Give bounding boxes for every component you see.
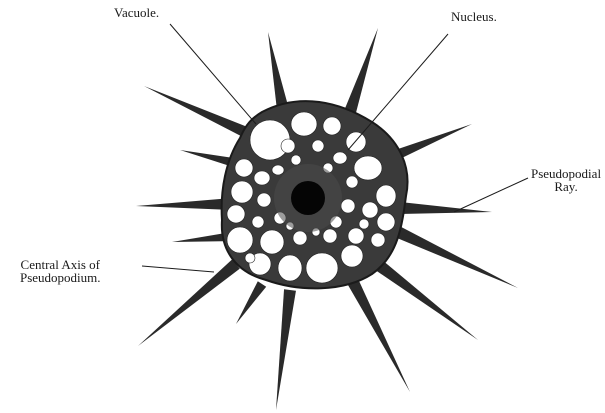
vacuole (333, 152, 347, 164)
vacuole (359, 219, 369, 229)
pseudopodial-ray (236, 281, 266, 324)
vacuole (291, 155, 301, 165)
pseudopodial-ray (344, 28, 378, 114)
pseudopodial-ray (276, 289, 296, 410)
vacuole (377, 213, 395, 231)
vacuole (260, 230, 284, 254)
vacuole-leader-line (170, 24, 256, 124)
vacuole (231, 181, 253, 203)
vacuole (272, 165, 284, 175)
vacuole (293, 231, 307, 245)
vacuole (348, 228, 364, 244)
pseudopodial-ray (347, 277, 410, 392)
pseudopodial-ray (144, 86, 256, 141)
nucleus-label: Nucleus. (451, 10, 497, 23)
vacuole (323, 229, 337, 243)
pseudopodial-ray (268, 32, 289, 111)
vacuole-label-text: Vacuole. (114, 6, 159, 19)
pseudopodial-ray (400, 202, 492, 214)
vacuole (235, 159, 253, 177)
vacuole (257, 193, 271, 207)
pseudopodial-ray-label-line2: Ray. (531, 180, 601, 193)
pseudopodial-ray (376, 261, 478, 340)
vacuole (346, 176, 358, 188)
vacuole (252, 216, 264, 228)
nucleus-label-text: Nucleus. (451, 10, 497, 23)
pseudopodial-ray (138, 259, 240, 346)
pseudopodial-ray-label: Pseudopodial Ray. (531, 167, 601, 193)
vacuole (341, 245, 363, 267)
vacuole (371, 233, 385, 247)
vacuole (227, 205, 245, 223)
pseudopodial-ray-leader-line (454, 178, 528, 212)
vacuole (291, 112, 317, 136)
vacuole (362, 202, 378, 218)
vacuole (341, 199, 355, 213)
central-axis-leader-line (142, 266, 214, 272)
central-axis-label-line2: Pseudopodium. (20, 271, 101, 284)
vacuole (281, 139, 295, 153)
vacuole-label: Vacuole. (114, 6, 159, 19)
vacuole (278, 255, 302, 281)
vacuole (354, 156, 382, 180)
nucleus (291, 181, 325, 215)
vacuole (312, 140, 324, 152)
pseudopodial-ray (395, 227, 518, 288)
vacuole (245, 253, 255, 263)
vacuole (323, 117, 341, 135)
vacuole (306, 253, 338, 283)
central-axis-label: Central Axis of Pseudopodium. (20, 258, 101, 284)
pseudopodial-ray (136, 198, 232, 210)
vacuole (254, 171, 270, 185)
vacuole (227, 227, 253, 253)
nucleus-leader-line (348, 34, 448, 150)
vacuole (376, 185, 396, 207)
